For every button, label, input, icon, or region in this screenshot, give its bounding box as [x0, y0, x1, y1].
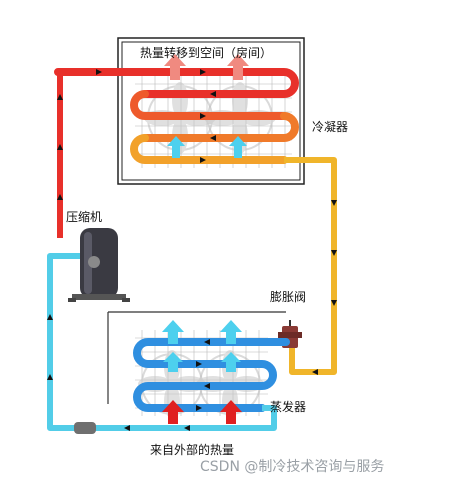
filter-drier [74, 422, 96, 434]
evaporator-label: 蒸发器 [270, 400, 307, 414]
flow-arrow-cond-5 [200, 157, 206, 163]
cold-air-arrow-right [220, 320, 242, 344]
air-in-arrow-right [229, 136, 247, 158]
flow-arrow-cond-1 [200, 69, 206, 75]
heat-in-arrows [162, 400, 242, 424]
flow-arrow-discharge-2 [57, 144, 63, 150]
flow-arrow-evap-4 [196, 405, 202, 411]
condenser-frame-inner [121, 41, 301, 181]
air-in-arrow-left [167, 136, 185, 158]
flow-arrow-evap-1 [204, 339, 210, 345]
flow-arrow-suction-2 [124, 425, 130, 431]
heat-release-arrows [164, 54, 249, 80]
flow-arrow-cond-2 [210, 91, 216, 97]
flow-arrow-discharge-top [96, 69, 102, 75]
flow-arrow-discharge-1 [57, 194, 63, 200]
flow-arrow-evap-2 [196, 361, 202, 367]
evaporator-cold-air-arrows [162, 320, 242, 372]
compressor [68, 228, 130, 302]
heat-in-arrow-right [220, 400, 242, 424]
flow-arrow-evap-3 [204, 383, 210, 389]
heat-in-arrow-left [162, 400, 184, 424]
evaporator-caption: 来自外部的热量 [150, 443, 235, 457]
heat-release-arrow-right [227, 54, 249, 80]
condenser-label: 冷凝器 [312, 120, 349, 134]
cold-air-arrow-left [162, 320, 184, 344]
evaporator-coil [133, 338, 290, 412]
flow-arrow-liquid-3 [331, 300, 337, 306]
condenser-coil-bottom [130, 134, 288, 164]
condenser-caption: 热量转移到空间（房间） [140, 46, 273, 60]
flow-arrow-liquid-4 [312, 369, 318, 375]
flow-arrow-liquid-2 [331, 250, 337, 256]
suction-line [47, 253, 277, 431]
heat-release-arrow-left [164, 54, 186, 80]
cold-air-arrow-mid-right [221, 352, 241, 372]
condenser-coil-top [54, 68, 299, 98]
expansion-valve-label: 膨胀阀 [270, 290, 307, 304]
condenser-air-in-arrows [167, 136, 247, 158]
discharge-line [57, 69, 145, 238]
flow-arrow-cond-4 [210, 135, 216, 141]
condenser-coil-third [141, 112, 299, 142]
flow-arrow-suction-3 [47, 374, 53, 380]
flow-arrow-cond-3 [200, 113, 206, 119]
watermark: CSDN @制冷技术咨询与服务 [200, 459, 385, 475]
condenser-coil-second [130, 90, 288, 120]
flow-arrow-suction-4 [47, 314, 53, 320]
condenser-frame-outer [117, 37, 305, 185]
flow-arrow-suction-1 [184, 425, 190, 431]
cold-air-arrow-mid-left [163, 352, 183, 372]
liquid-line [284, 157, 337, 375]
flow-arrows [47, 69, 337, 431]
flow-arrow-liquid-1 [331, 200, 337, 206]
compressor-label: 压缩机 [66, 210, 103, 224]
flow-arrow-discharge-3 [57, 94, 63, 100]
